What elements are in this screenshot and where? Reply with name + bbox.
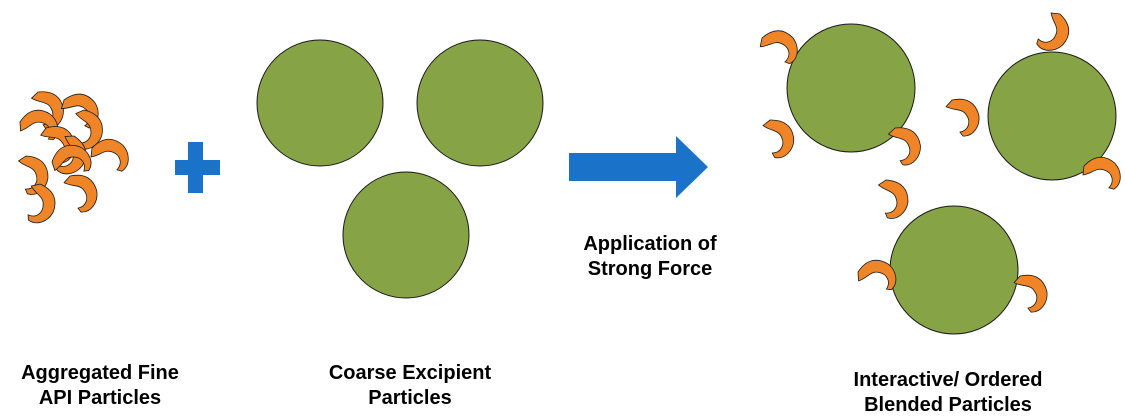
fine-particle (939, 95, 984, 140)
coarse-particle (416, 39, 544, 167)
coarse-particle (786, 23, 916, 153)
fine-particle (752, 114, 801, 163)
coarse-particle (889, 205, 1019, 335)
fine-particle (57, 171, 102, 216)
plus-icon (175, 142, 220, 193)
blended-particles (752, 8, 1126, 335)
fine-particle (866, 174, 916, 224)
blended-particles-label-line: Interactive/ Ordered (853, 369, 1043, 391)
process-label-line: Strong Force (587, 258, 713, 280)
excipient-particles-label-line: Coarse Excipient (328, 362, 492, 384)
fine-particle (12, 178, 64, 230)
aggregated-fine-particles (6, 86, 134, 230)
process-label: Application of Strong Force (560, 232, 740, 282)
api-particles-label-line: API Particles (38, 387, 162, 409)
api-particles-label: Aggregated Fine API Particles (0, 361, 200, 411)
fine-particle (1028, 8, 1075, 56)
fine-particle (22, 86, 70, 134)
excipient-particles-label-line: Particles (368, 387, 452, 409)
coarse-particle (256, 39, 384, 167)
blended-particles-label: Interactive/ Ordered Blended Particles (828, 368, 1068, 418)
process-label-line: Application of (583, 233, 717, 255)
plus-icon-horizontal-bar (175, 160, 220, 175)
coarse-particle (342, 171, 470, 299)
coarse-particle (987, 51, 1117, 181)
blended-particles-label-line: Blended Particles (864, 394, 1032, 416)
excipient-particles-label: Coarse Excipient Particles (300, 361, 520, 411)
api-particles-label-line: Aggregated Fine (21, 362, 179, 384)
right-arrow-icon (569, 136, 708, 198)
coarse-excipient-particles (256, 39, 544, 299)
